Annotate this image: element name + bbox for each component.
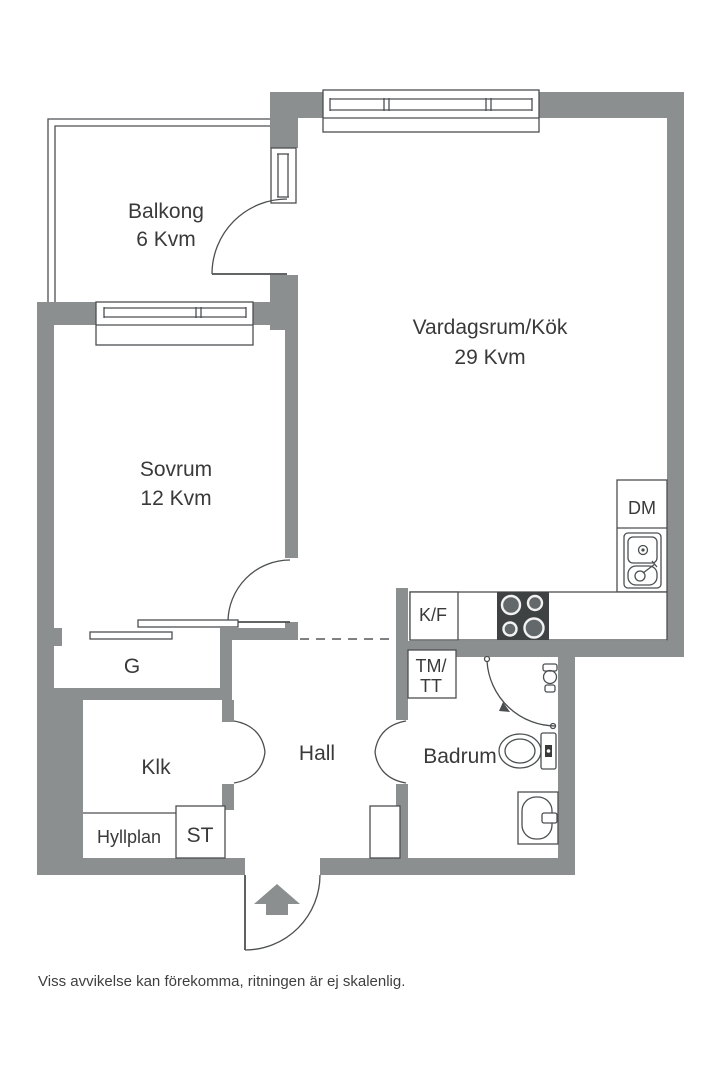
wall [285,275,298,558]
washer-dryer-label-1: TM/ [416,656,447,676]
kitchen [300,479,668,699]
wall [296,92,325,118]
wall [222,784,234,810]
washer-dryer-unit [407,649,457,699]
wall [52,688,232,700]
fridge-freezer-unit [409,591,459,641]
bathroom-label: Badrum [423,745,497,768]
hall-label: Hall [299,742,335,765]
wall [270,92,298,148]
closet-door [233,720,266,784]
wardrobe-sliding-doors [89,619,239,640]
closet-details [83,805,401,859]
wall [320,858,575,875]
storage-box [175,805,226,859]
shower-icon [483,655,558,730]
balcony-window [270,147,297,204]
wall [396,588,408,720]
stove-icon [497,592,549,640]
balcony-door [211,198,288,275]
walls [37,92,684,875]
balcony-label: Balkong [128,200,204,223]
wall [220,628,298,640]
wall [396,641,684,657]
kitchen-sink-icon [623,532,662,589]
wardrobe-label: G [124,655,140,678]
hall-shaft-box [369,805,401,859]
bedroom-door [227,559,291,623]
wall [37,302,98,325]
wall [667,92,684,657]
wall [558,641,575,875]
closet-label: Klk [141,756,171,779]
bathroom-sink-icon [517,791,559,845]
bedroom-window [95,301,254,346]
wall [222,700,234,722]
toilet-icon [498,732,557,770]
wall [220,628,232,700]
living-room-area: 29 Kvm [454,346,525,369]
entrance-door [244,874,321,951]
dishwasher-label: DM [628,498,656,518]
bedroom-label: Sovrum [140,458,212,481]
wall [538,92,684,118]
washer-dryer-label-2: TT [420,676,442,696]
disclaimer-text: Viss avvikelse kan förekomma, ritningen … [38,973,405,990]
shelf-label: Hyllplan [97,827,161,847]
bedroom-area: 12 Kvm [140,487,211,510]
wall [54,628,62,646]
storage-label: ST [187,824,214,847]
wall [37,858,245,875]
entrance-arrow-icon [254,884,300,915]
bathroom-door [374,720,407,784]
balcony-area: 6 Kvm [136,228,196,251]
wall [37,302,54,700]
living-room-window [322,89,540,133]
fridge-freezer-label: K/F [419,605,447,625]
balcony-railing [47,118,270,302]
bathroom-fixtures [483,655,559,845]
living-room-label: Vardagsrum/Kök [413,316,568,339]
wall [37,688,83,875]
